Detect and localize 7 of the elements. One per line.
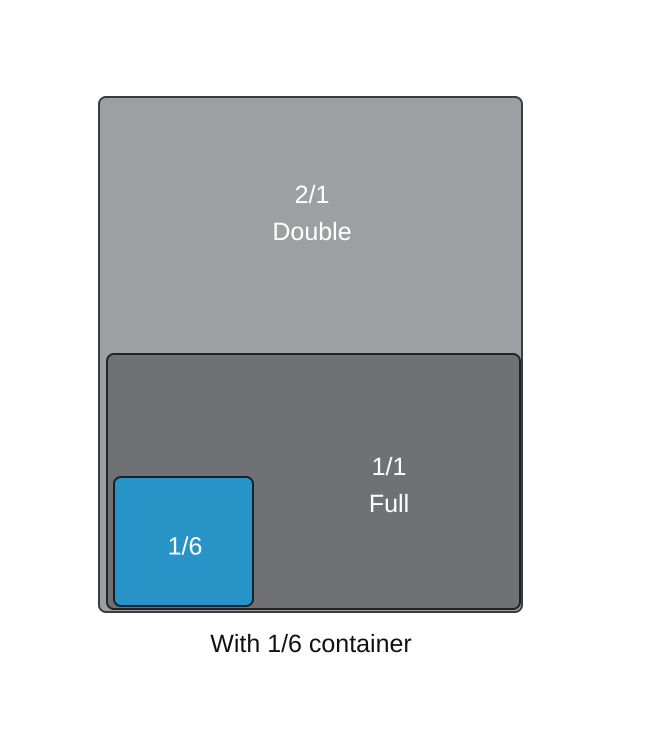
container-box [113, 476, 254, 607]
node-label: 2/1 Double [272, 180, 352, 248]
node-label: 1/1 Full [368, 452, 410, 520]
container-box [98, 96, 523, 613]
node-label: 1/6 [168, 532, 202, 562]
container-box [106, 353, 521, 610]
caption: With 1/6 container [210, 630, 412, 659]
